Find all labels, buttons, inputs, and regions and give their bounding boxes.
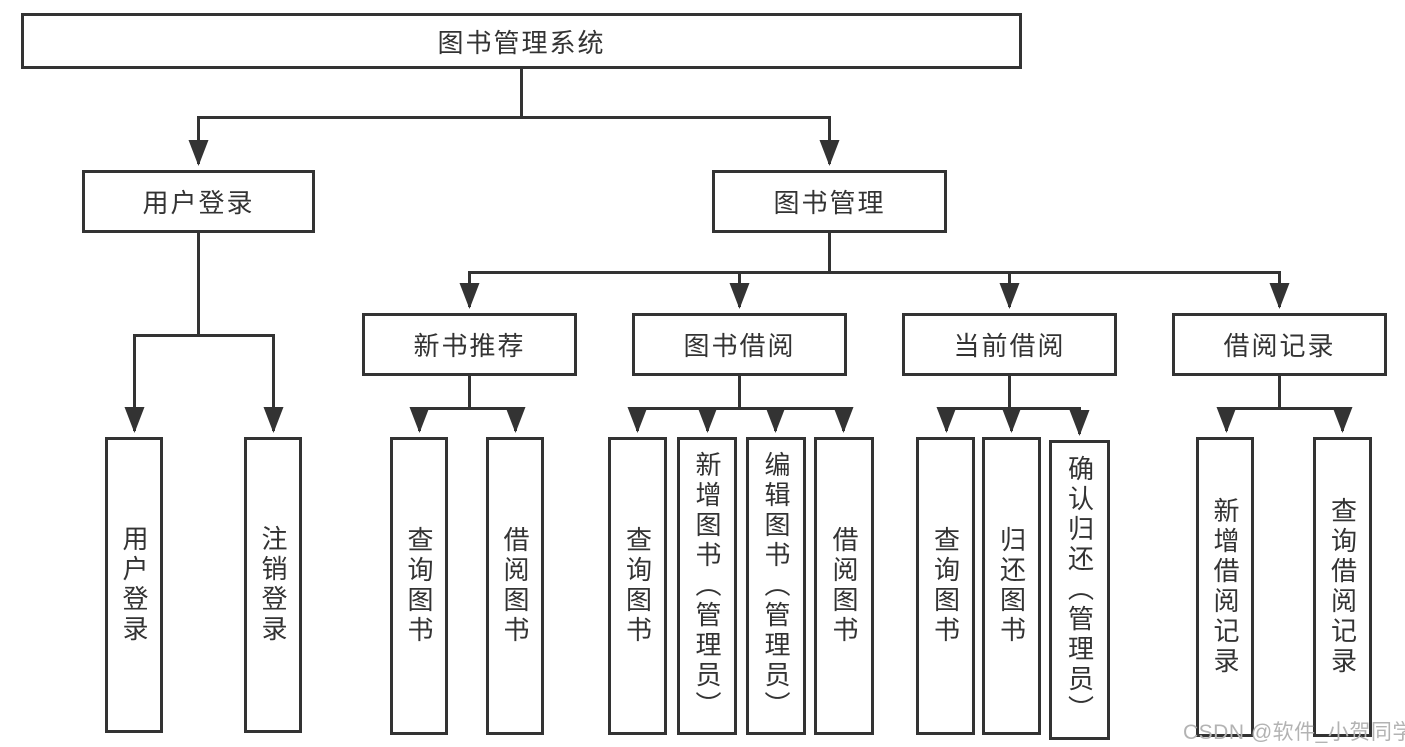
leaf-cb-confirm-return-admin-label: 确认归还（管理员） <box>1064 455 1095 725</box>
leaf-bb-edit-book-admin: 编辑图书（管理员） <box>746 437 806 735</box>
leaf-nbr-borrow-book: 借阅图书 <box>486 437 544 735</box>
leaf-bb-query-book-label: 查询图书 <box>622 526 653 646</box>
node-system-root: 图书管理系统 <box>21 13 1022 69</box>
leaf-nbr-borrow-book-label: 借阅图书 <box>500 526 530 646</box>
leaf-bb-add-book-admin-label: 新增图书（管理员） <box>692 451 722 721</box>
leaf-bb-borrow-book: 借阅图书 <box>814 437 874 735</box>
leaf-nbr-query-book-label: 查询图书 <box>404 526 434 646</box>
node-book-management: 图书管理 <box>712 170 947 233</box>
leaf-logout-login: 注销登录 <box>244 437 302 733</box>
node-current-borrow: 当前借阅 <box>902 313 1117 376</box>
leaf-cb-confirm-return-admin: 确认归还（管理员） <box>1049 440 1110 740</box>
leaf-cb-return-book: 归还图书 <box>982 437 1041 735</box>
leaf-cb-return-book-label: 归还图书 <box>996 526 1027 646</box>
leaf-bb-borrow-book-label: 借阅图书 <box>829 526 859 646</box>
node-book-borrow: 图书借阅 <box>632 313 847 376</box>
node-user-login: 用户登录 <box>82 170 315 233</box>
node-new-book-recommend: 新书推荐 <box>362 313 577 376</box>
leaf-br-add-record-label: 新增借阅记录 <box>1210 497 1240 677</box>
leaf-bb-add-book-admin: 新增图书（管理员） <box>677 437 737 735</box>
leaf-user-login-label: 用户登录 <box>119 525 149 645</box>
leaf-nbr-query-book: 查询图书 <box>390 437 448 735</box>
leaf-br-add-record: 新增借阅记录 <box>1196 437 1254 737</box>
leaf-user-login: 用户登录 <box>105 437 163 733</box>
leaf-bb-edit-book-admin-label: 编辑图书（管理员） <box>761 451 791 721</box>
leaf-bb-query-book: 查询图书 <box>608 437 667 735</box>
leaf-logout-login-label: 注销登录 <box>258 525 288 645</box>
leaf-br-query-record-label: 查询借阅记录 <box>1327 497 1358 677</box>
leaf-cb-query-book: 查询图书 <box>916 437 975 735</box>
leaf-cb-query-book-label: 查询图书 <box>930 526 961 646</box>
watermark: CSDN @软件_小贺同学 <box>1183 721 1405 744</box>
node-borrow-record: 借阅记录 <box>1172 313 1387 376</box>
leaf-br-query-record: 查询借阅记录 <box>1313 437 1372 737</box>
